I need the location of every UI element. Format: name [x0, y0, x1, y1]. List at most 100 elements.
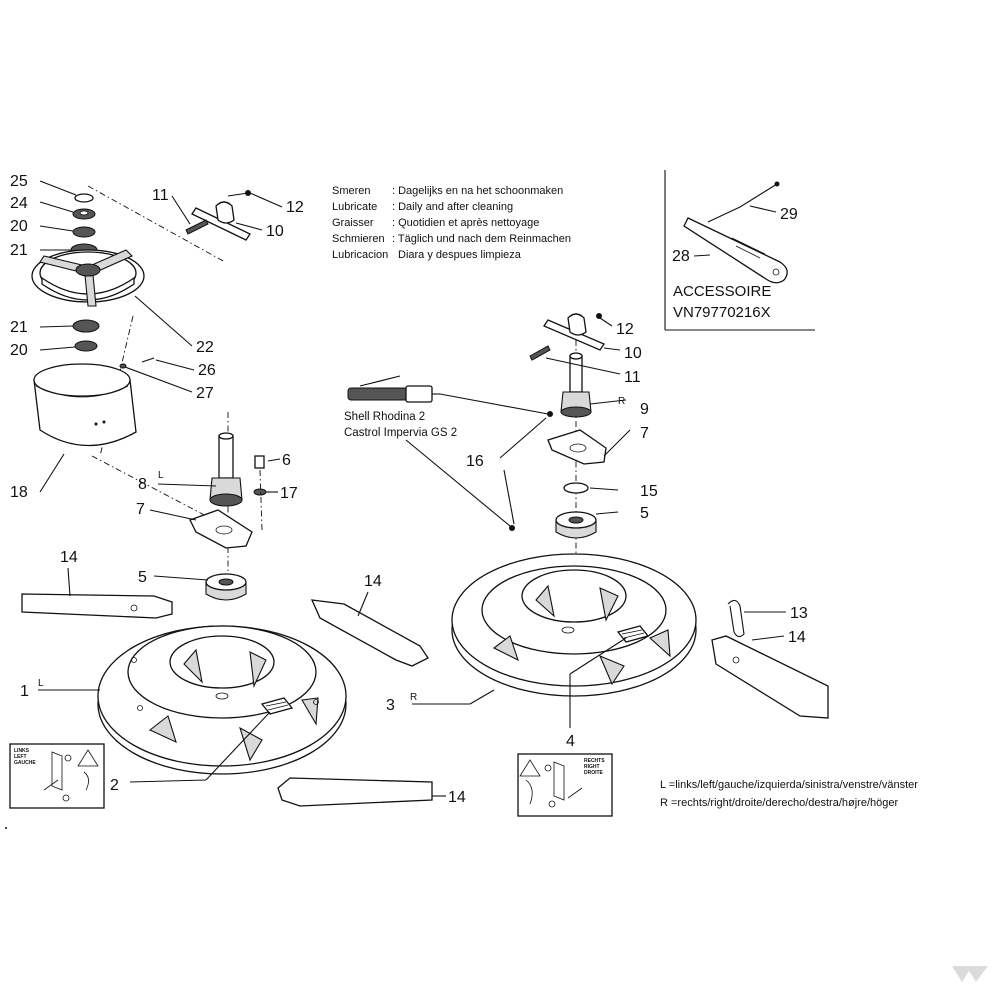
callout-5-right: 5: [640, 505, 649, 522]
bearing-21-bottom: [72, 319, 100, 333]
left-shaft-assembly: 8 L 6 17 7 5: [136, 412, 298, 601]
callout-20-bottom: 20: [10, 342, 28, 359]
lube-text-fr: : Quotidien et après nettoyage: [392, 217, 539, 229]
callout-29: 29: [780, 206, 798, 223]
decal-left-line3: GAUCHE: [14, 760, 36, 766]
rotor-hub-22: [31, 249, 145, 307]
decal-right-line3: DROITE: [584, 770, 604, 776]
callout-27: 27: [196, 385, 214, 402]
plate-7-right: [547, 429, 607, 465]
spring-pin-13: 13: [727, 599, 808, 638]
left-blade-top: 14: [21, 549, 173, 619]
callout-1-side: L: [38, 678, 44, 689]
right-disc-3: [451, 553, 697, 697]
callout-7-left: 7: [136, 501, 145, 518]
callout-1: 1: [20, 683, 29, 700]
o-ring-15: [563, 482, 589, 494]
shaft-8: [209, 432, 243, 507]
callout-10-right: 10: [624, 345, 642, 362]
lube-text-es: Diara y despues limpieza: [398, 249, 522, 261]
callout-20-top: 20: [10, 218, 28, 235]
watermark-logo: [952, 966, 988, 982]
bearing-20-bottom: [74, 340, 98, 352]
callout-24: 24: [10, 195, 28, 212]
callout-15: 15: [640, 483, 658, 500]
callout-12-left: 12: [286, 199, 304, 216]
lube-label-de: Schmieren: [332, 233, 385, 245]
decal-right-line1: RECHTS: [584, 758, 605, 764]
decal-right: RECHTS RIGHT DROITE: [517, 753, 613, 817]
bearing-20-top: [72, 226, 96, 238]
screw-26: [141, 357, 155, 363]
callout-21-bottom: 21: [10, 319, 28, 336]
accessory-lever-part: [683, 217, 788, 284]
lube-text-de: : Täglich und nach dem Reinmachen: [392, 233, 571, 245]
cover-18: [33, 363, 137, 447]
hub-5-left: [205, 573, 247, 601]
callout-2: 2: [110, 777, 119, 794]
callout-14-right: 14: [788, 629, 806, 646]
lube-text-nl: : Dagelijks en na het schoonmaken: [392, 185, 563, 197]
right-blade: 14: [711, 629, 829, 719]
accessory-box: 29 28 ACCESSOIRE VN79770216X: [664, 170, 815, 331]
callout-3-side: R: [410, 692, 417, 703]
callout-17: 17: [280, 485, 298, 502]
callout-10-left: 10: [266, 223, 284, 240]
lube-text-en: : Daily and after cleaning: [392, 201, 513, 213]
callout-25: 25: [10, 173, 28, 190]
grease-nipple-16-bottom: [509, 525, 515, 531]
callout-6: 6: [282, 452, 291, 469]
callout-13: 13: [790, 605, 808, 622]
callout-7-right: 7: [640, 425, 649, 442]
hub-5-right: [555, 511, 597, 539]
washer-27: [119, 363, 127, 369]
callout-14-left-top: 14: [60, 549, 78, 566]
lube-label-fr: Graisser: [332, 217, 374, 229]
accessory-code: VN79770216X: [673, 304, 771, 321]
callout-22: 22: [196, 339, 214, 356]
callout-21-top: 21: [10, 242, 28, 259]
callout-16: 16: [466, 453, 484, 470]
decal-left-line1: LINKS: [14, 748, 30, 754]
washer-17: [253, 488, 267, 496]
callout-14-left-bottom: 14: [448, 789, 466, 806]
callout-28: 28: [672, 248, 690, 265]
callout-9: 9: [640, 401, 649, 418]
lube-label-en: Lubricate: [332, 201, 377, 213]
callout-14-middle: 14: [364, 573, 382, 590]
callout-12-right: 12: [616, 321, 634, 338]
legend-right: R =rechts/right/droite/derecho/destra/hø…: [660, 797, 898, 809]
callout-3: 3: [386, 697, 395, 714]
accessory-title: ACCESSOIRE: [673, 283, 771, 300]
grease-type-1: Shell Rhodina 2: [344, 411, 425, 423]
lever-10-left: [191, 190, 251, 241]
screw-11-left: [185, 219, 209, 235]
lubrication-table: Smeren : Dagelijks en na het schoonmaken…: [332, 185, 571, 261]
callout-18: 18: [10, 484, 28, 501]
legend-left: L =links/left/gauche/izquierda/sinistra/…: [660, 779, 918, 791]
bolt-6: [254, 455, 265, 469]
lube-label-es: Lubricacion: [332, 249, 388, 261]
left-blade-bottom: 14: [277, 777, 466, 807]
callout-4: 4: [566, 733, 575, 750]
decal-left-line2: LEFT: [14, 754, 27, 760]
left-disc-1: [97, 625, 347, 775]
callout-26: 26: [198, 362, 216, 379]
callout-11-left: 11: [152, 187, 169, 204]
grease-gun-icon: [347, 375, 440, 403]
decal-right-line2: RIGHT: [584, 764, 600, 770]
callout-9-side: R: [618, 396, 625, 407]
accessory-wire-part: [707, 181, 780, 223]
left-top-assembly: 25 24 20 21 21 20 22 26 27 18 11 12 10: [10, 173, 304, 519]
middle-blade: 14: [310, 573, 429, 667]
grease-nipple-16-top: [547, 411, 553, 417]
callout-11-right: 11: [624, 369, 641, 386]
right-upper-assembly: 12 10 11 9 R 7 15 5 Shell Rhodina 2 Cast…: [344, 313, 658, 630]
callout-5-left: 5: [138, 569, 147, 586]
grease-type-2: Castrol Impervia GS 2: [344, 427, 457, 439]
callout-8-side: L: [158, 470, 164, 481]
washer-25: [74, 193, 94, 203]
lube-label-nl: Smeren: [332, 185, 371, 197]
decal-left: LINKS LEFT GAUCHE: [9, 743, 105, 809]
